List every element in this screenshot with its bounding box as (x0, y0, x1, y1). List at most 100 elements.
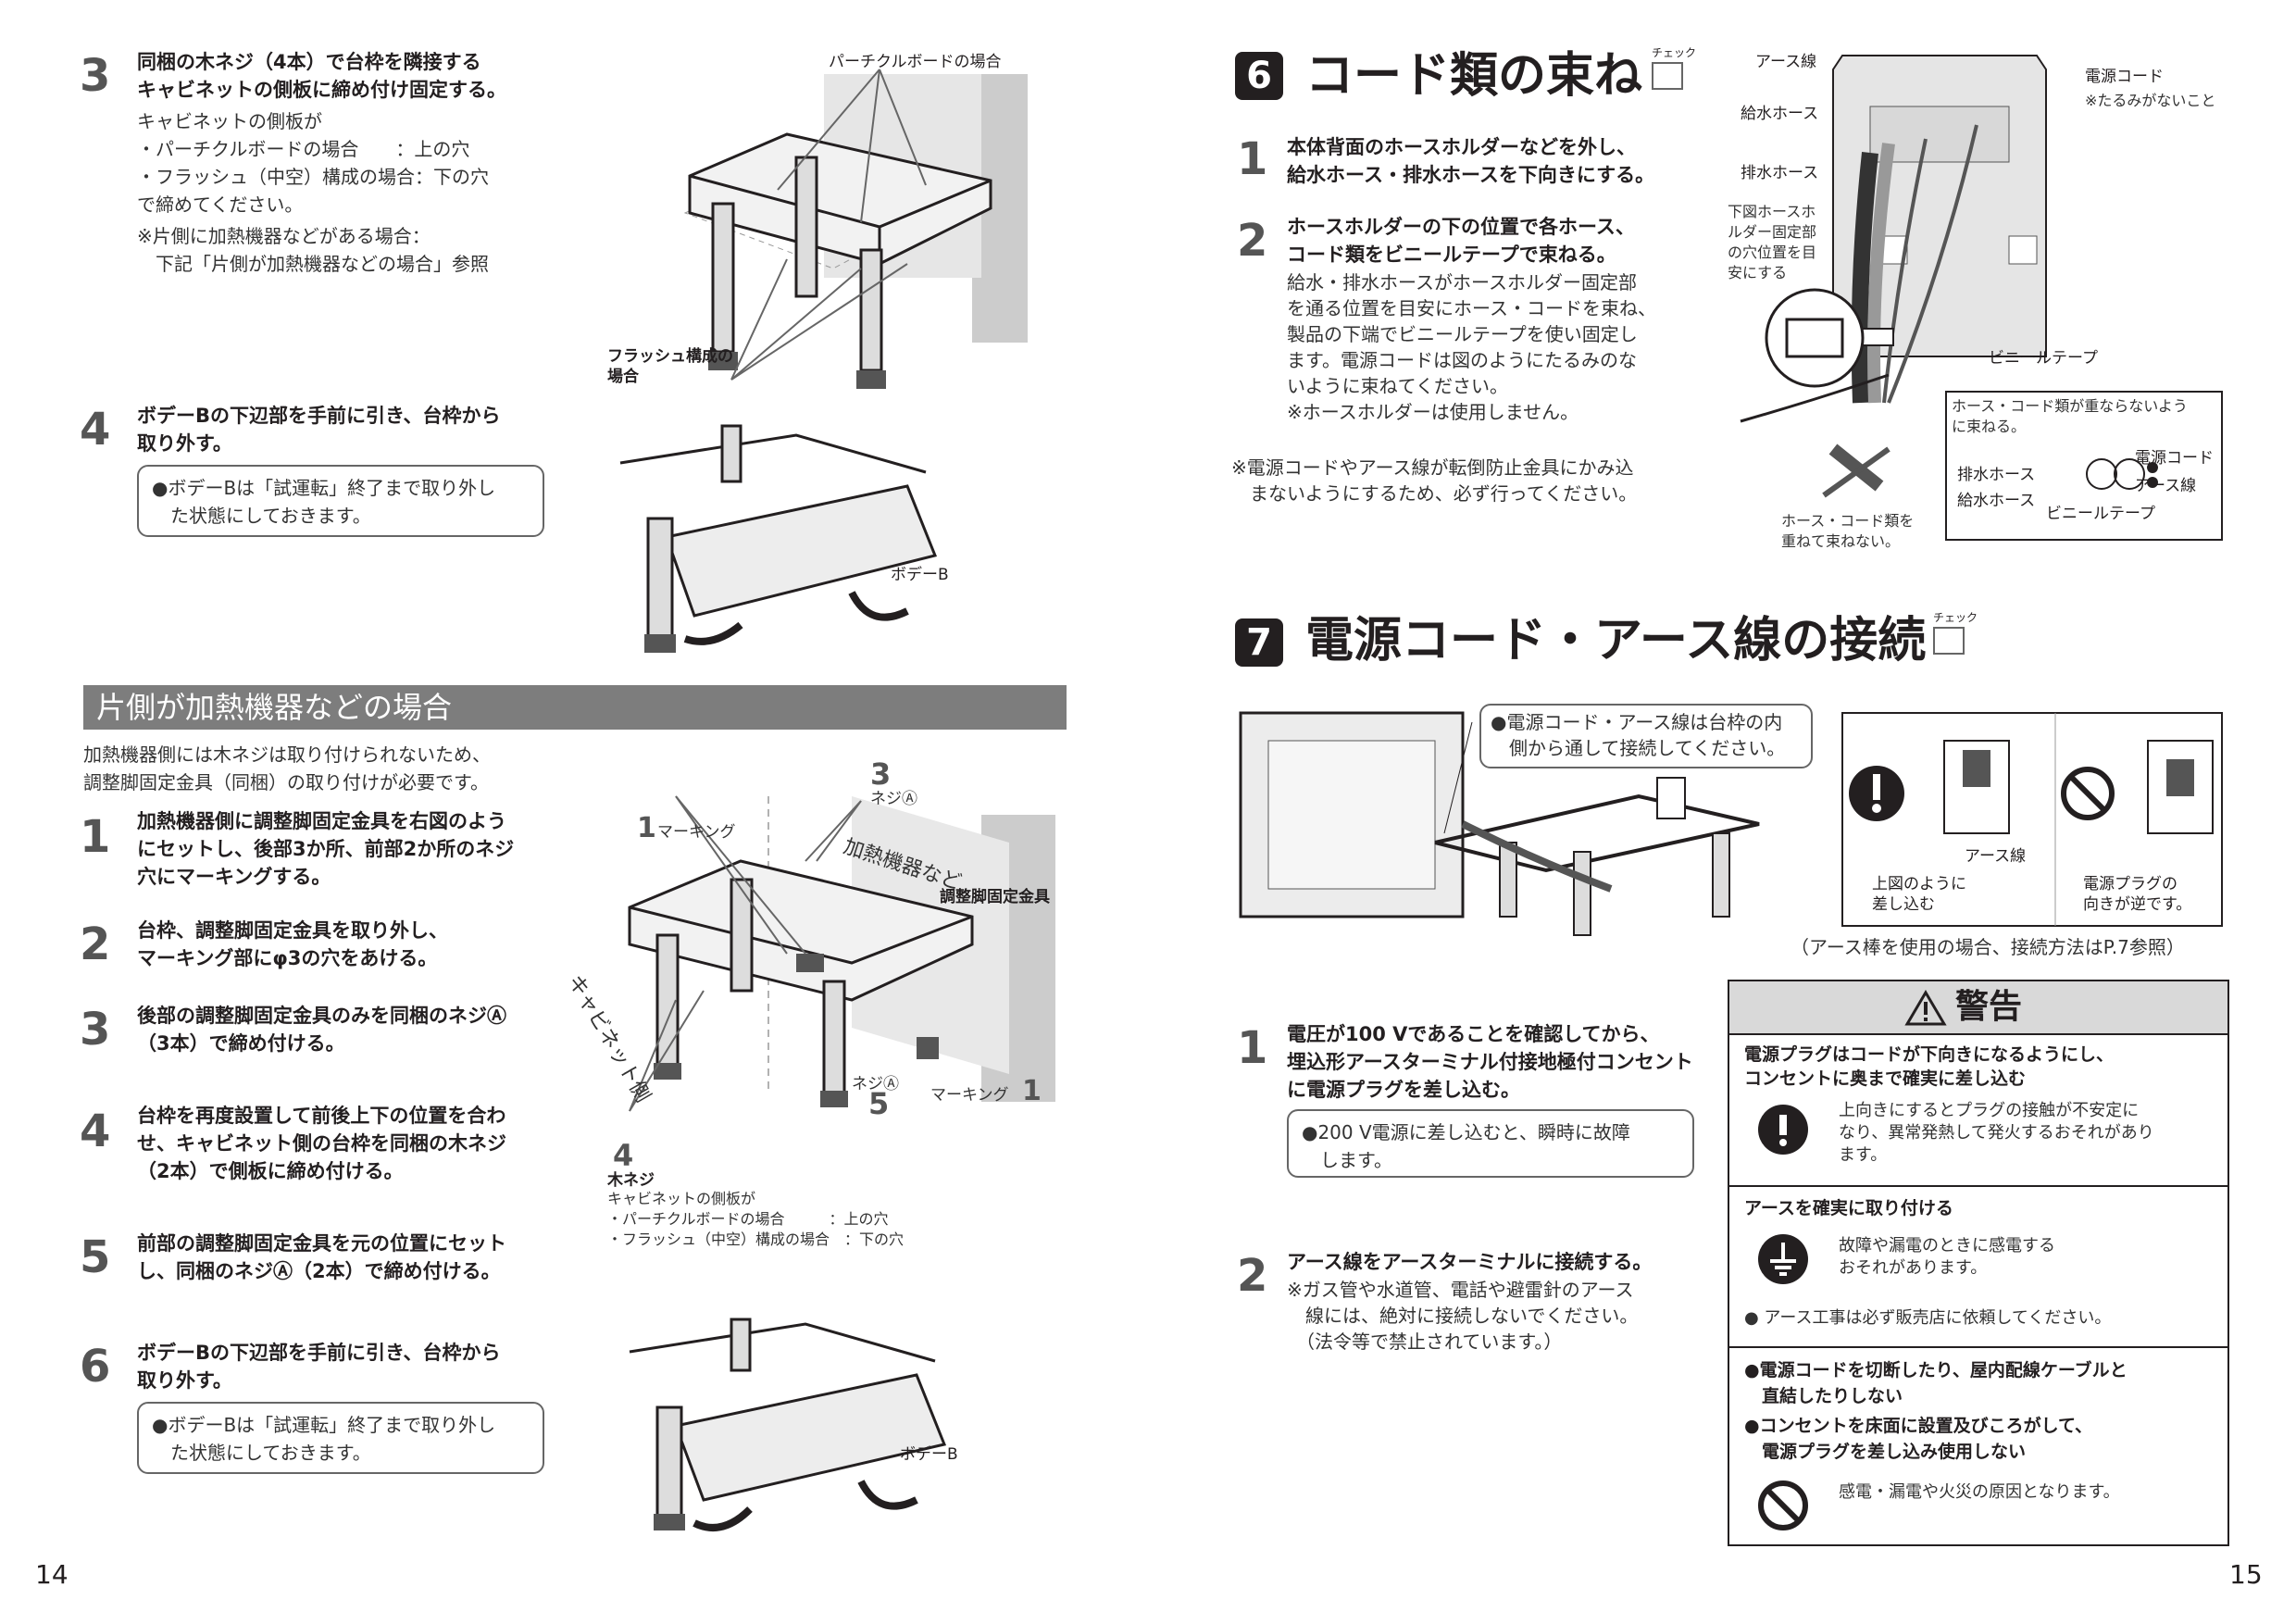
note-line: ●200 V電源に差し込むと、瞬時に故障 (1302, 1121, 1630, 1143)
step-title: ホースホルダーの下の位置で各ホース、 (1287, 216, 1635, 238)
callout-number: 3 (870, 756, 892, 792)
figure-label: マーキング (657, 823, 736, 842)
ground-icon (1758, 1234, 1808, 1284)
step-body: ※ホースホルダーは使用しません。 (1287, 401, 1579, 423)
check-box-icon (1933, 627, 1965, 655)
figure-label: の穴位置を目 (1728, 244, 1817, 261)
figure-label: ※たるみがないこと (2085, 92, 2216, 109)
frame-cabinet-illustration (683, 69, 1028, 389)
section-intro: 加熱機器側には木ネジは取り付けられないため、 (83, 743, 491, 766)
step-title: 取り外す。 (137, 1369, 232, 1392)
warning-item-body: なり、異常発熱して発火するおそれがあり (1839, 1123, 2154, 1143)
figure-label: ボデーB (900, 1445, 958, 1464)
figure-label: アース線 (1965, 847, 2027, 866)
figure-label: 電源コード (2085, 68, 2164, 86)
figure-label: 調整脚固定金具 (940, 888, 1050, 906)
step-body: ・パーチクルボードの場合 ：上の穴 (137, 138, 470, 160)
callout-line: 側から通して接続してください。 (1491, 737, 1786, 759)
step-title: にセットし、後部3か所、前部2か所のネジ (137, 838, 515, 860)
step-title: 給水ホース・排水ホースを下向きにする。 (1287, 164, 1655, 186)
step-title: 後部の調整脚固定金具のみを同梱のネジⒶ (137, 1005, 506, 1027)
checkbox[interactable]: チェック (1933, 609, 1978, 655)
section-intro: 調整脚固定金具（同梱）の取り付けが必要です。 (83, 771, 489, 793)
step-number: 3 (80, 1004, 111, 1056)
step-title: に電源プラグを差し込む。 (1287, 1079, 1520, 1101)
figure-label: ルダー固定部 (1728, 223, 1817, 241)
step-body: 線には、絶対に接続しないでください。 (1287, 1305, 1639, 1327)
step-title: ボデーBの下辺部を手前に引き、台枠から (137, 405, 501, 427)
callout-line: ●電源コード・アース線は台枠の内 (1491, 711, 1783, 733)
step-title: 加熱機器側に調整脚固定金具を右図のよう (137, 810, 506, 832)
figure-label: 場合 (607, 368, 639, 386)
warning-item-title: アースを確実に取り付ける (1744, 1198, 1953, 1218)
figure-label: 給水ホース (1741, 105, 1819, 123)
section-note: ※電源コードやアース線が転倒防止金具にかみ込 (1231, 456, 1634, 479)
note-line: ●ボデーBは「試運転」終了まで取り外し (152, 477, 496, 499)
section-note: まないようにするため、必ず行ってください。 (1231, 482, 1638, 505)
figure-label: 上図のように (1872, 875, 1966, 893)
figure-label: 電源コード (2135, 449, 2214, 468)
step-number: 4 (80, 404, 111, 456)
figure-label: 向きが逆です。 (2083, 895, 2192, 914)
callout-box: ●電源コード・アース線は台枠の内 側から通して接続してください。 (1479, 704, 1813, 768)
figure-label: 差し込む (1872, 895, 1935, 914)
step-body: 給水・排水ホースがホースホルダー固定部 (1287, 271, 1637, 294)
warning-item-title: 電源プラグはコードが下向きになるようにし、 (1744, 1044, 2115, 1065)
power-connection-illustration (1239, 711, 2223, 936)
step-body: 下記「片側が加熱機器などの場合」参照 (137, 253, 489, 275)
figure-label: ホース・コード類を (1781, 512, 1915, 530)
figure-label: ・パーチクルボードの場合 ：上の穴 (607, 1210, 889, 1228)
warning-item-body: 上向きにするとプラグの接触が不安定に (1839, 1101, 2140, 1120)
note-line: た状態にしておきます。 (152, 1442, 371, 1464)
warning-item-body: ます。 (1839, 1145, 1888, 1165)
warning-item-title: ●電源コードを切断したり、屋内配線ケーブルと (1744, 1360, 2128, 1380)
step-title: （2本）で側板に締め付ける。 (137, 1160, 404, 1182)
step-title: （3本）で締め付ける。 (137, 1032, 345, 1055)
section-header: 片側が加熱機器などの場合 (83, 685, 1067, 730)
warning-item-title: コンセントに奥まで確実に差し込む (1744, 1068, 2027, 1089)
warning-triangle-icon (1904, 990, 1947, 1026)
page-number: 15 (2229, 1559, 2263, 1590)
step-number: 1 (1237, 1022, 1268, 1074)
warning-item-title: 直結したりしない (1744, 1386, 1903, 1406)
step-body: ※片側に加熱機器などがある場合： (137, 225, 430, 247)
step-title: 台枠を再度設置して前後上下の位置を合わ (137, 1105, 506, 1127)
figure-label: ビニールテープ (2046, 505, 2155, 523)
step-number: 4 (80, 1106, 111, 1157)
figure-label: ネジⒶ (870, 790, 917, 808)
step-body: キャビネットの側板が (137, 110, 322, 132)
section-badge: 6 (1235, 52, 1283, 100)
callout-number: 1 (637, 812, 656, 844)
step-title: 同梱の木ネジ（4本）で台枠を隣接する (137, 51, 481, 73)
warning-item-body: 感電・漏電や火災の原因となります。 (1839, 1482, 2120, 1502)
figure-label: キャビネットの側板が (607, 1190, 756, 1207)
figure-label: 安にする (1728, 264, 1788, 281)
checkbox[interactable]: チェック (1652, 44, 1696, 90)
page-number: 14 (35, 1559, 69, 1590)
step-body: ※ガス管や水道管、電話や避雷針のアース (1287, 1279, 1634, 1301)
warning-panel: 警告 電源プラグはコードが下向きになるようにし、 コンセントに奥まで確実に差し込… (1728, 980, 2229, 1546)
step-body: （法令等で禁止されています。） (1287, 1330, 1563, 1353)
step-body: 製品の下端でビニールテープを使い固定し (1287, 323, 1638, 345)
warning-divider (1729, 1185, 2227, 1187)
step-number: 5 (80, 1231, 111, 1283)
note-line: ●ボデーBは「試運転」終了まで取り外し (152, 1414, 496, 1436)
note-line: た状態にしておきます。 (152, 505, 371, 527)
step-title: 埋込形アースターミナル付接地極付コンセント (1287, 1051, 1693, 1073)
step-title: し、同梱のネジⒶ（2本）で締め付ける。 (137, 1260, 501, 1282)
figure-label: ボデーB (891, 566, 949, 584)
figure-label: フラッシュ構成の (607, 347, 733, 366)
section-title: 電源コード・アース線の接続 (1305, 613, 1927, 668)
check-label: チェック (1652, 46, 1697, 59)
note-box: ●200 V電源に差し込むと、瞬時に故障 します。 (1287, 1109, 1694, 1178)
step-title: 本体背面のホースホルダーなどを外し、 (1287, 136, 1636, 158)
warning-divider (1729, 1346, 2227, 1348)
step-title: 取り外す。 (137, 432, 232, 455)
section-badge: 7 (1235, 618, 1283, 667)
step-number: 3 (80, 50, 111, 102)
step-title: キャビネットの側板に締め付け固定する。 (137, 79, 506, 101)
step-number: 2 (1237, 1250, 1268, 1302)
step-title: 穴にマーキングする。 (137, 866, 331, 888)
step-body: ます。電源コードは図のようにたるみのな (1287, 349, 1637, 371)
figure-label: 下図ホースホ (1728, 203, 1816, 220)
